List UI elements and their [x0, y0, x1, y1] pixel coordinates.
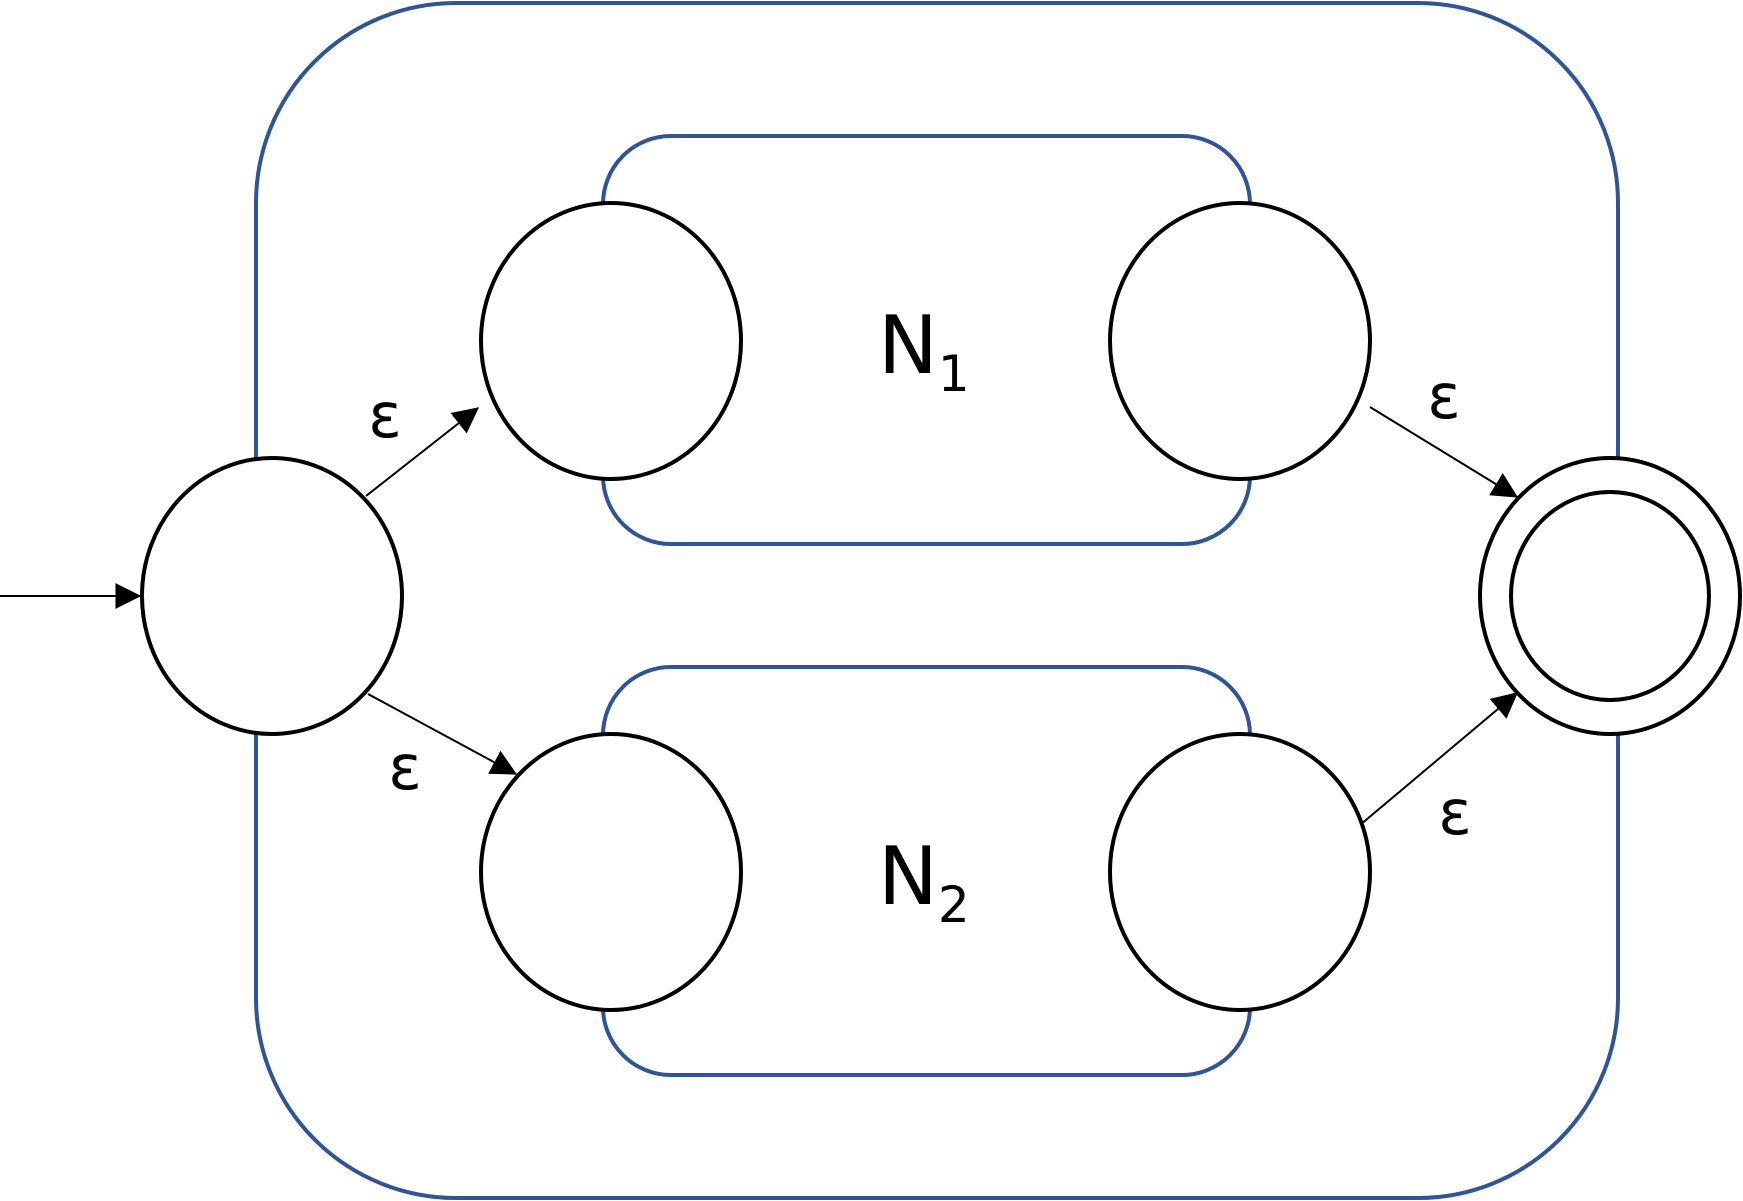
n2-accept-state	[1108, 732, 1372, 1012]
n2-start-state	[479, 732, 743, 1012]
n1-label: N1	[878, 299, 970, 403]
epsilon-label-n1-to-final: ε	[1427, 360, 1461, 433]
epsilon-label-start-to-n1: ε	[368, 379, 402, 452]
epsilon-edge-n2-to-final	[1359, 692, 1518, 826]
n2-label: N2	[878, 830, 970, 934]
epsilon-label-start-to-n2: ε	[388, 731, 422, 804]
epsilon-edge-start-to-n2	[367, 693, 518, 775]
epsilon-label-n2-to-final: ε	[1438, 776, 1472, 849]
epsilon-edge-n1-to-final	[1369, 406, 1519, 498]
n1-start-state	[479, 201, 743, 481]
epsilon-edge-start-to-n1	[365, 407, 480, 497]
final-accept-state-inner	[1509, 490, 1711, 702]
n1-accept-state	[1108, 201, 1372, 481]
start-state	[140, 456, 404, 736]
